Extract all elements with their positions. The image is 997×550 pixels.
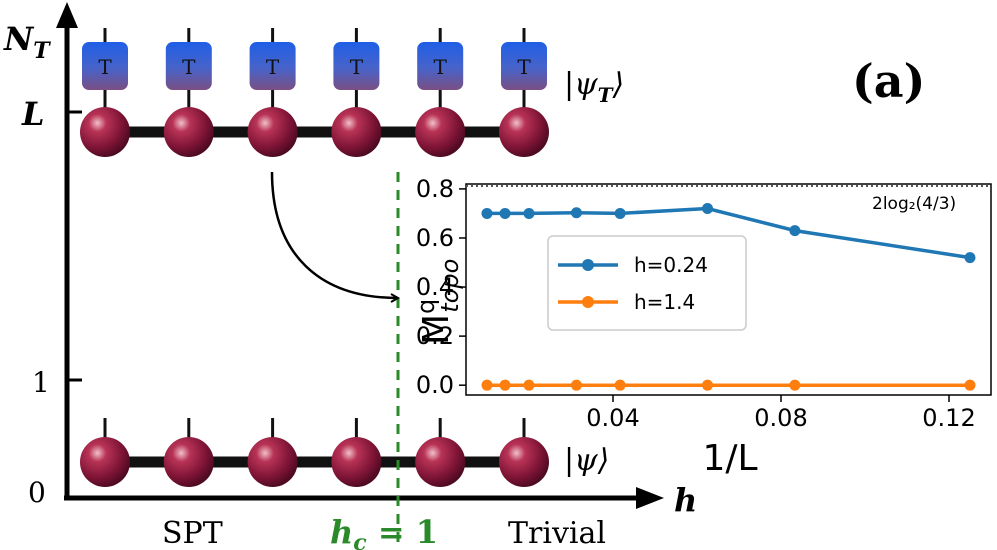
top-chain-state-label: |ψT⟩ bbox=[564, 67, 624, 107]
tensor-block bbox=[501, 42, 547, 90]
series-1-point bbox=[499, 207, 511, 219]
y-tick-label-1: 1 bbox=[32, 366, 50, 399]
inset-chart: 0.04 0.08 0.12 0.0 0.2 0.4 0.6 0.8 2log₂(4/3) 1… bbox=[412, 175, 992, 479]
series-1-point bbox=[481, 207, 493, 219]
inset-y-axis-label: Mqtopo bbox=[412, 259, 464, 345]
critical-point-label: hc = 1 bbox=[330, 513, 438, 550]
series-2-point bbox=[964, 379, 976, 391]
reference-line-label: 2log₂(4/3) bbox=[872, 194, 956, 214]
series-2-point bbox=[481, 379, 493, 391]
bottom-chain-site bbox=[247, 437, 298, 487]
tensor-label: T bbox=[98, 55, 112, 79]
series-2-point bbox=[702, 379, 713, 391]
top-chain-site bbox=[80, 107, 130, 157]
bottom-chain-site bbox=[80, 437, 130, 487]
top-chain-site bbox=[331, 107, 382, 157]
tensor-label: T bbox=[434, 55, 448, 79]
main-axes: NT L 1 0 h bbox=[3, 2, 697, 519]
legend-label-series-1: h=0.24 bbox=[634, 253, 708, 277]
inset-y-tick-label: 0.8 bbox=[416, 175, 454, 203]
tensor-label: T bbox=[517, 55, 531, 79]
inset-x-tick-label: 0.04 bbox=[586, 404, 639, 432]
legend-marker-series-2 bbox=[582, 296, 594, 308]
mapping-arrow bbox=[270, 171, 398, 298]
bottom-chain-site bbox=[163, 437, 214, 487]
bottom-chain bbox=[80, 418, 549, 487]
tensor-block bbox=[249, 42, 296, 90]
tensor-label: T bbox=[266, 55, 280, 79]
legend-label-series-2: h=1.4 bbox=[634, 290, 695, 314]
top-chain-site bbox=[247, 107, 298, 157]
phase-label-spt: SPT bbox=[162, 516, 223, 550]
inset-y-tick-label: 0.0 bbox=[416, 371, 454, 399]
series-2-point bbox=[523, 379, 535, 391]
y-axis-label: NT bbox=[3, 20, 51, 64]
inset-ticks: 0.04 0.08 0.12 0.0 0.2 0.4 0.6 0.8 bbox=[416, 175, 976, 432]
inset-y-tick-label: 0.6 bbox=[416, 224, 454, 252]
inset-y-tick-label: 0.2 bbox=[416, 322, 454, 350]
y-axis-label-subscript: T bbox=[33, 38, 51, 64]
inset-x-tick-label: 0.12 bbox=[922, 404, 975, 432]
inset-y-tick-label: 0.4 bbox=[416, 273, 454, 301]
tensor-block bbox=[417, 42, 464, 90]
panel-label: (a) bbox=[852, 54, 925, 108]
series-1-point bbox=[964, 252, 976, 264]
tensor-label: T bbox=[350, 55, 364, 79]
top-chain-site bbox=[499, 107, 549, 157]
series-1-point bbox=[702, 203, 713, 215]
x-axis-label: h bbox=[674, 481, 697, 519]
series-1-point bbox=[614, 207, 626, 219]
series-2-point bbox=[570, 379, 582, 391]
top-chain-site bbox=[415, 107, 466, 157]
inset-series-group bbox=[481, 203, 976, 391]
inset-legend: h=0.24 h=1.4 bbox=[547, 235, 747, 331]
tensor-block bbox=[82, 42, 128, 90]
tensor-block bbox=[165, 42, 212, 90]
bottom-chain-site bbox=[415, 437, 466, 487]
phase-label-trivial: Trivial bbox=[508, 516, 606, 550]
y-tick-label-L: L bbox=[21, 95, 45, 133]
series-2-point bbox=[789, 379, 801, 391]
series-2-point bbox=[614, 379, 626, 391]
inset-x-axis-label: 1/L bbox=[702, 438, 757, 479]
series-1-point bbox=[789, 225, 801, 237]
inset-x-tick-label: 0.08 bbox=[754, 404, 807, 432]
y-tick-label-0: 0 bbox=[28, 476, 46, 509]
tensor-label: T bbox=[182, 55, 196, 79]
top-chain-site bbox=[163, 107, 214, 157]
bottom-chain-state-label: |ψ⟩ bbox=[564, 443, 609, 478]
legend-marker-series-1 bbox=[582, 259, 594, 271]
series-2-point bbox=[499, 379, 511, 391]
legend-box bbox=[547, 235, 747, 331]
x-axis-arrowhead bbox=[636, 487, 664, 509]
series-1-point bbox=[570, 207, 582, 219]
series-1-point bbox=[523, 207, 535, 219]
bottom-chain-site bbox=[331, 437, 382, 487]
y-axis-arrowhead bbox=[56, 2, 78, 28]
bottom-chain-site bbox=[499, 437, 549, 487]
tensor-block bbox=[333, 42, 380, 90]
